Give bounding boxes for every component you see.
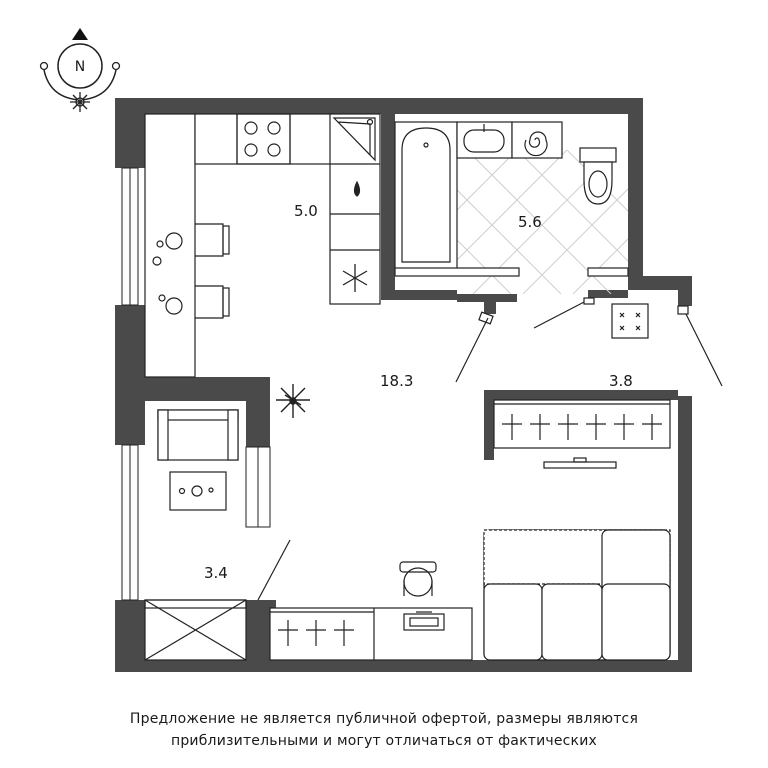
living-room xyxy=(269,384,671,661)
plant-icon xyxy=(276,384,310,418)
room-area-kitchen: 5.0 xyxy=(294,202,318,220)
compass-arc-end-right xyxy=(111,61,121,71)
compass-north-label: N xyxy=(75,59,85,75)
bathtub-icon xyxy=(394,121,458,271)
room-area-balcony: 3.4 xyxy=(204,564,228,582)
water-drop-icon xyxy=(353,180,361,197)
bathroom xyxy=(394,121,629,294)
compass-ring xyxy=(57,43,103,89)
disclaimer-line-1: Предложение не является публичной оферто… xyxy=(129,711,639,727)
snowflake-icon xyxy=(342,264,368,292)
kitchen-bar-counter xyxy=(144,113,196,378)
hanger-icon xyxy=(502,414,662,440)
laptop-icon xyxy=(403,611,445,631)
room-labels: 5.0 5.6 18.3 3.8 3.4 xyxy=(204,202,633,582)
hall xyxy=(493,303,671,449)
room-area-living: 18.3 xyxy=(380,372,413,390)
wardrobe-icon xyxy=(493,399,671,449)
bathroom-door-icon xyxy=(455,297,595,383)
toilet-icon xyxy=(579,147,617,205)
windows xyxy=(121,167,271,601)
sun-icon xyxy=(70,92,90,112)
walls xyxy=(115,98,692,672)
disclaimer: Предложение не является публичной оферто… xyxy=(0,708,768,752)
kitchen-counter-top xyxy=(194,113,336,165)
armchair-icon xyxy=(157,409,239,461)
disclaimer-line-2: приблизительными и могут отличаться от ф… xyxy=(170,733,597,749)
compass-arc-end-left xyxy=(39,61,49,71)
room-area-hall: 3.8 xyxy=(609,372,633,390)
balcony xyxy=(144,409,247,661)
sink-icon xyxy=(332,117,376,162)
balcony-door-icon xyxy=(257,539,291,601)
washing-machine-icon xyxy=(511,121,563,159)
tv-icon xyxy=(543,457,617,469)
entrance-door-icon xyxy=(677,305,723,387)
bar-table-items-icon xyxy=(152,232,183,315)
kitchen xyxy=(144,113,381,378)
doors xyxy=(257,297,723,601)
balcony-storage-icon xyxy=(144,599,247,661)
floor-plan: N xyxy=(39,28,723,672)
coffee-table-icon xyxy=(169,471,227,511)
room-area-bathroom: 5.6 xyxy=(518,213,542,231)
stove-icon xyxy=(236,113,291,165)
hanger-icon xyxy=(278,620,354,646)
compass-north-arrow xyxy=(72,28,88,40)
compass: N xyxy=(39,28,121,112)
electrical-panel-icon xyxy=(611,303,649,339)
desk-and-drawers xyxy=(269,607,473,661)
bar-stool-icon xyxy=(195,223,230,319)
sofa-icon xyxy=(483,529,671,661)
office-chair-icon xyxy=(399,561,437,597)
